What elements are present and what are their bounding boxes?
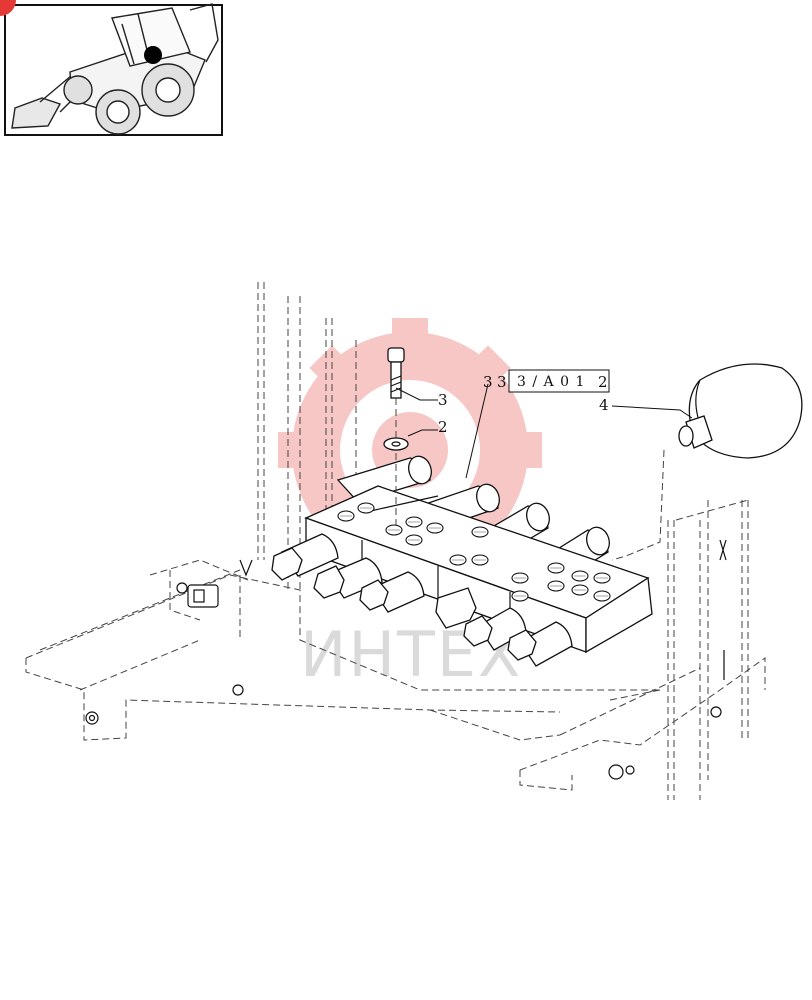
washer-outer <box>383 437 409 451</box>
chassis-frame <box>25 282 766 800</box>
accumulator-body <box>688 363 803 459</box>
callout-item-3-bolt[interactable]: 3 <box>438 391 448 409</box>
machine-thumbnail[interactable] <box>0 0 223 136</box>
front-cylinders <box>271 533 573 667</box>
accumulator-port <box>678 425 694 447</box>
mounting-bolt[interactable] <box>387 347 405 530</box>
hex-cap-1 <box>271 547 303 581</box>
hex-plug-large <box>435 587 477 629</box>
hex-cap-3 <box>359 579 389 611</box>
washer[interactable] <box>383 437 409 451</box>
reference-prefix: 3 <box>497 373 507 391</box>
frame-hardware <box>85 539 727 780</box>
hex-cap-5 <box>507 629 537 661</box>
backhoe-loader-sketch <box>11 3 219 135</box>
hex-cap-4 <box>463 615 493 647</box>
valve-block-side <box>585 576 653 654</box>
location-marker-dot <box>144 46 162 64</box>
reference-text: 3 / A 0 1 <box>517 374 585 390</box>
reference-suffix: 2 <box>598 373 608 391</box>
leader-lines <box>395 383 693 479</box>
callout-item-3-block[interactable]: 3 <box>483 373 493 391</box>
corner-marker <box>0 0 16 16</box>
port-hatching <box>340 507 608 597</box>
callout-item-4[interactable]: 4 <box>599 396 609 414</box>
fitting-left <box>176 582 188 594</box>
bolt-head-left <box>85 711 99 725</box>
valve-block-assembly[interactable] <box>271 453 653 667</box>
bolt-head <box>387 347 405 363</box>
accumulator[interactable] <box>611 363 803 561</box>
fitting-lower-right <box>608 764 624 780</box>
hex-cap-2 <box>313 565 345 599</box>
reference-box[interactable]: 3 3 / A 0 1 2 <box>497 369 610 393</box>
reference-frame <box>508 369 610 393</box>
valve-ports <box>337 502 611 602</box>
bolt-head-right <box>710 706 722 718</box>
callout-item-2[interactable]: 2 <box>438 418 448 436</box>
